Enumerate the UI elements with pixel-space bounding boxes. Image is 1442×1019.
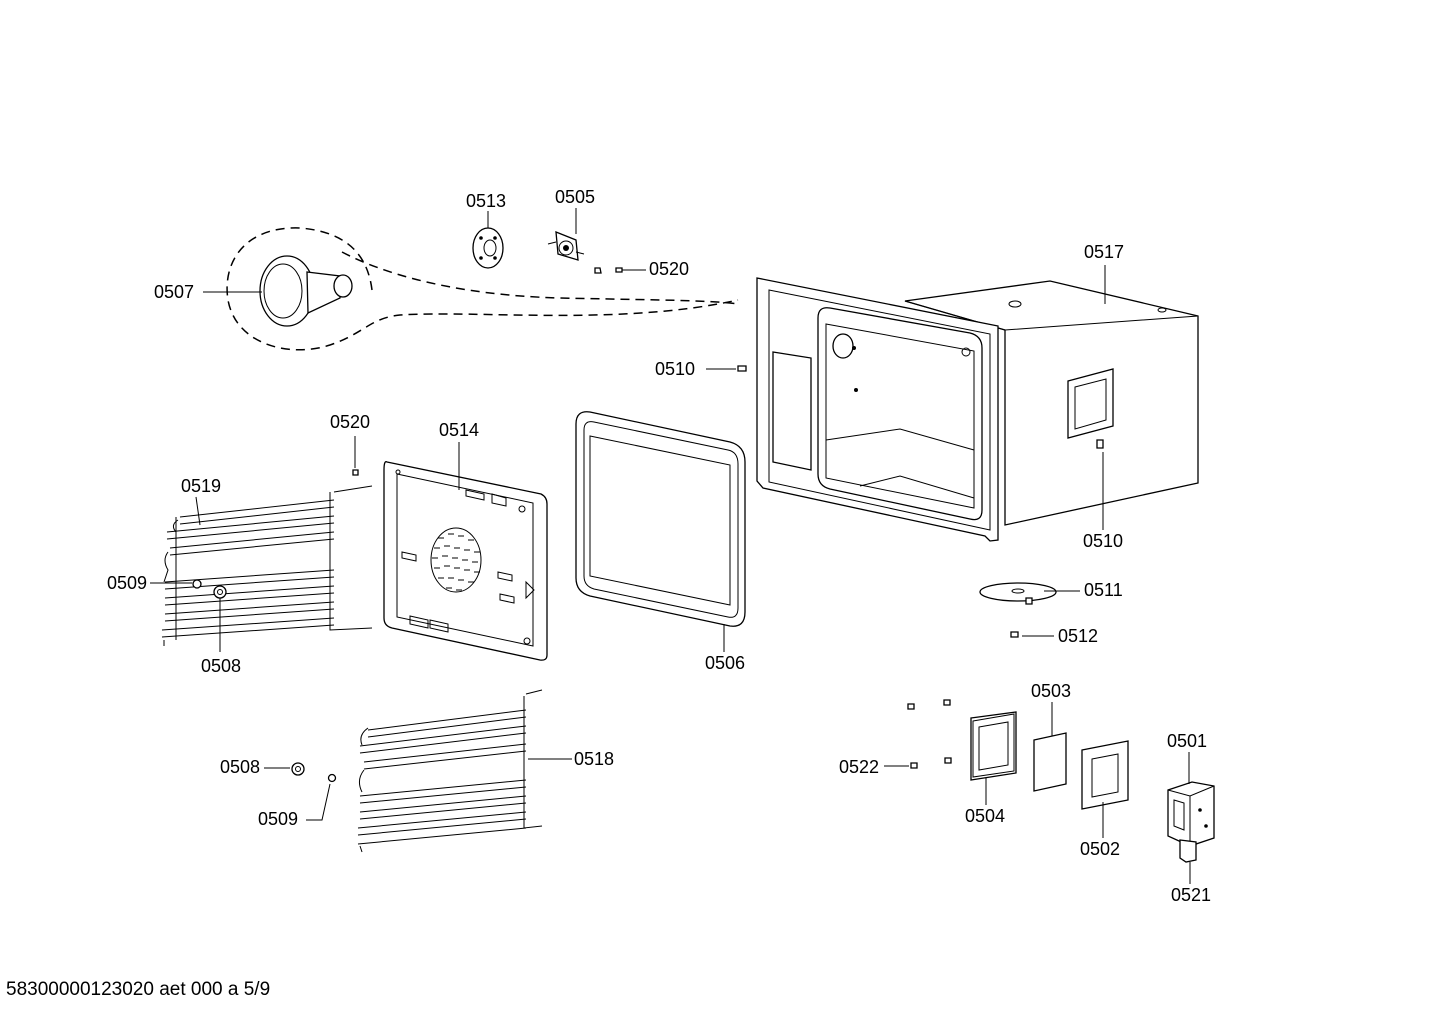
- part-0522-screws: [884, 699, 952, 769]
- part-0519-rail-left: [161, 485, 373, 646]
- label-0507: 0507: [154, 282, 194, 302]
- drawing-id: 58300000123020 aet 000 a 5/9: [6, 979, 271, 1000]
- part-0512-screw: [1010, 631, 1054, 638]
- label-0514: 0514: [439, 420, 479, 440]
- label-0510-right: 0510: [1083, 531, 1123, 551]
- part-0514-back-panel: [383, 442, 548, 661]
- label-0513: 0513: [466, 191, 506, 211]
- label-0517: 0517: [1084, 242, 1124, 262]
- part-0511-plate: [979, 582, 1080, 605]
- part-0520-screws-top: [594, 267, 646, 274]
- label-0522: 0522: [839, 757, 879, 777]
- part-0506-door-seal: [575, 411, 746, 652]
- part-0501-lamp-holder: [1167, 752, 1215, 884]
- label-0508-left: 0508: [201, 656, 241, 676]
- label-0504: 0504: [965, 806, 1005, 826]
- label-0521: 0521: [1171, 885, 1211, 905]
- label-0520-top: 0520: [649, 259, 689, 279]
- part-0508-0509-bottom: [264, 762, 337, 821]
- label-0502: 0502: [1080, 839, 1120, 859]
- part-0520-screw-mid: [352, 436, 359, 476]
- label-0511: 0511: [1084, 580, 1123, 600]
- part-0509-0508-left: [150, 579, 227, 652]
- part-labels: 0513 0505 0520 0507 0517 0510 0520 0514 …: [107, 187, 1211, 905]
- label-0518: 0518: [574, 749, 614, 769]
- label-0509-bottom: 0509: [258, 809, 298, 829]
- label-0506: 0506: [705, 653, 745, 673]
- label-0503: 0503: [1031, 681, 1071, 701]
- label-0512: 0512: [1058, 626, 1098, 646]
- part-0510-screws: [706, 365, 1104, 530]
- label-0508-bottom: 0508: [220, 757, 260, 777]
- part-0507-knob: [203, 227, 739, 351]
- part-0504-frame: [970, 711, 1017, 805]
- label-0520-mid: 0520: [330, 412, 370, 432]
- part-0513-flange: [472, 211, 504, 269]
- label-0509-left: 0509: [107, 573, 147, 593]
- part-0505-holder: [547, 208, 585, 261]
- label-0505: 0505: [555, 187, 595, 207]
- label-0501: 0501: [1167, 731, 1207, 751]
- part-0502-gasket: [1081, 740, 1129, 838]
- part-0503-glass: [1033, 702, 1067, 792]
- fan-grille: [430, 527, 482, 593]
- part-0517-oven-cavity: [756, 265, 1199, 542]
- label-0510-left: 0510: [655, 359, 695, 379]
- part-0518-rail-bottom: [357, 689, 572, 853]
- label-0519: 0519: [181, 476, 221, 496]
